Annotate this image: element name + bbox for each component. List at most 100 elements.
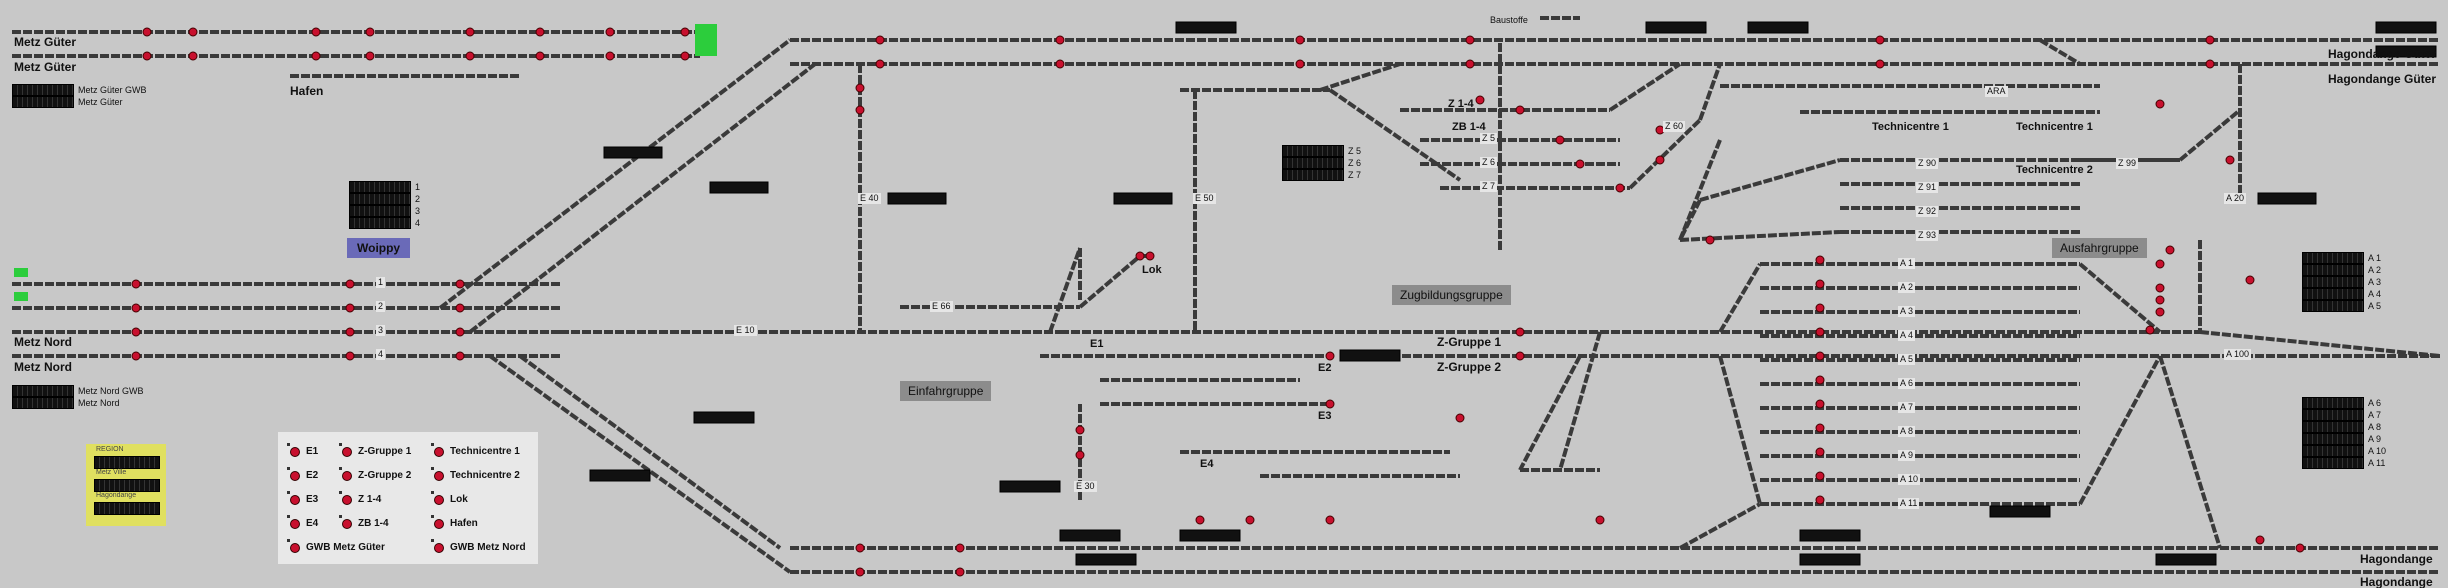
legend-e2[interactable]: E2 <box>287 466 318 481</box>
group-z-gruppe-2[interactable]: Z-Gruppe 2 <box>1437 360 1502 374</box>
signal[interactable] <box>855 105 865 115</box>
signal[interactable] <box>311 51 321 61</box>
signal[interactable] <box>1705 235 1715 245</box>
signal[interactable] <box>1815 495 1825 505</box>
train-number-display[interactable] <box>1175 21 1237 34</box>
signal[interactable] <box>365 27 375 37</box>
signal[interactable] <box>875 35 885 45</box>
signal[interactable] <box>1875 59 1885 69</box>
train-number-display[interactable] <box>1339 349 1401 362</box>
signal[interactable] <box>1875 35 1885 45</box>
signal[interactable] <box>2205 59 2215 69</box>
signal[interactable] <box>1135 251 1145 261</box>
legend-z-gruppe-1[interactable]: Z-Gruppe 1 <box>339 442 411 457</box>
signal[interactable] <box>2225 155 2235 165</box>
signal[interactable] <box>131 327 141 337</box>
signal[interactable] <box>1145 251 1155 261</box>
signal[interactable] <box>1055 59 1065 69</box>
train-number-display[interactable] <box>1113 192 1173 205</box>
signal[interactable] <box>2155 259 2165 269</box>
signal[interactable] <box>1815 279 1825 289</box>
signal[interactable] <box>465 27 475 37</box>
signal[interactable] <box>131 279 141 289</box>
legend-technicentre-1[interactable]: Technicentre 1 <box>431 442 520 457</box>
signal[interactable] <box>311 27 321 37</box>
signal[interactable] <box>1465 35 1475 45</box>
signal[interactable] <box>535 51 545 61</box>
group-einfahrgruppe[interactable]: Einfahrgruppe <box>900 381 992 401</box>
signal[interactable] <box>2165 245 2175 255</box>
signal[interactable] <box>855 83 865 93</box>
signal[interactable] <box>855 567 865 577</box>
train-number-display[interactable] <box>2375 45 2437 58</box>
signal[interactable] <box>1295 35 1305 45</box>
signal[interactable] <box>955 567 965 577</box>
signal[interactable] <box>1815 255 1825 265</box>
signal[interactable] <box>1515 351 1525 361</box>
train-number-display[interactable] <box>1747 21 1809 34</box>
signal[interactable] <box>455 351 465 361</box>
signal[interactable] <box>455 327 465 337</box>
signal[interactable] <box>1325 515 1335 525</box>
signal[interactable] <box>2155 295 2165 305</box>
legend-lok[interactable]: Lok <box>431 490 468 505</box>
legend-e3[interactable]: E3 <box>287 490 318 505</box>
signal[interactable] <box>1465 59 1475 69</box>
legend-technicentre-2[interactable]: Technicentre 2 <box>431 466 520 481</box>
group-woippy[interactable]: Woippy <box>347 238 411 258</box>
signal[interactable] <box>2155 99 2165 109</box>
signal[interactable] <box>1075 425 1085 435</box>
signal[interactable] <box>1815 447 1825 457</box>
train-number-display[interactable] <box>887 192 947 205</box>
signal[interactable] <box>1245 515 1255 525</box>
signal[interactable] <box>1325 399 1335 409</box>
signal[interactable] <box>1815 375 1825 385</box>
signal[interactable] <box>605 51 615 61</box>
signal[interactable] <box>605 27 615 37</box>
train-number-display[interactable] <box>589 469 651 482</box>
signal[interactable] <box>680 27 690 37</box>
signal[interactable] <box>345 303 355 313</box>
group-z-gruppe-1[interactable]: Z-Gruppe 1 <box>1437 335 1502 349</box>
signal[interactable] <box>1475 95 1485 105</box>
train-number-display[interactable] <box>999 480 1061 493</box>
group-zugbildungsgruppe[interactable]: Zugbildungsgruppe <box>1392 285 1511 305</box>
signal[interactable] <box>365 51 375 61</box>
train-number-display[interactable] <box>603 146 663 159</box>
signal[interactable] <box>188 51 198 61</box>
signal[interactable] <box>465 51 475 61</box>
signal[interactable] <box>1815 471 1825 481</box>
signal[interactable] <box>2155 283 2165 293</box>
legend-gwb-metz-nord[interactable]: GWB Metz Nord <box>431 538 526 553</box>
signal[interactable] <box>1515 105 1525 115</box>
signal[interactable] <box>345 327 355 337</box>
legend-gwb-metz-gueter[interactable]: GWB Metz Güter <box>287 538 385 553</box>
signal[interactable] <box>1815 303 1825 313</box>
signal[interactable] <box>455 279 465 289</box>
legend-z-gruppe-2[interactable]: Z-Gruppe 2 <box>339 466 411 481</box>
signal[interactable] <box>2295 543 2305 553</box>
signal[interactable] <box>875 59 885 69</box>
signal[interactable] <box>455 303 465 313</box>
signal[interactable] <box>1615 183 1625 193</box>
train-number-display[interactable] <box>1179 529 1241 542</box>
signal[interactable] <box>1515 327 1525 337</box>
signal[interactable] <box>1455 413 1465 423</box>
signal[interactable] <box>1055 35 1065 45</box>
signal[interactable] <box>142 27 152 37</box>
signal[interactable] <box>1295 59 1305 69</box>
train-number-display[interactable] <box>2257 192 2317 205</box>
signal[interactable] <box>131 303 141 313</box>
signal[interactable] <box>142 51 152 61</box>
signal[interactable] <box>131 351 141 361</box>
region-display-hagondange[interactable] <box>94 502 160 515</box>
signal[interactable] <box>2155 307 2165 317</box>
signal[interactable] <box>1555 135 1565 145</box>
signal[interactable] <box>1195 515 1205 525</box>
train-number-display[interactable] <box>1059 529 1121 542</box>
signal[interactable] <box>1075 450 1085 460</box>
signal[interactable] <box>1815 423 1825 433</box>
train-number-display[interactable] <box>1799 529 1861 542</box>
train-number-display[interactable] <box>1645 21 1707 34</box>
region-display-metz-ville[interactable] <box>94 479 160 492</box>
